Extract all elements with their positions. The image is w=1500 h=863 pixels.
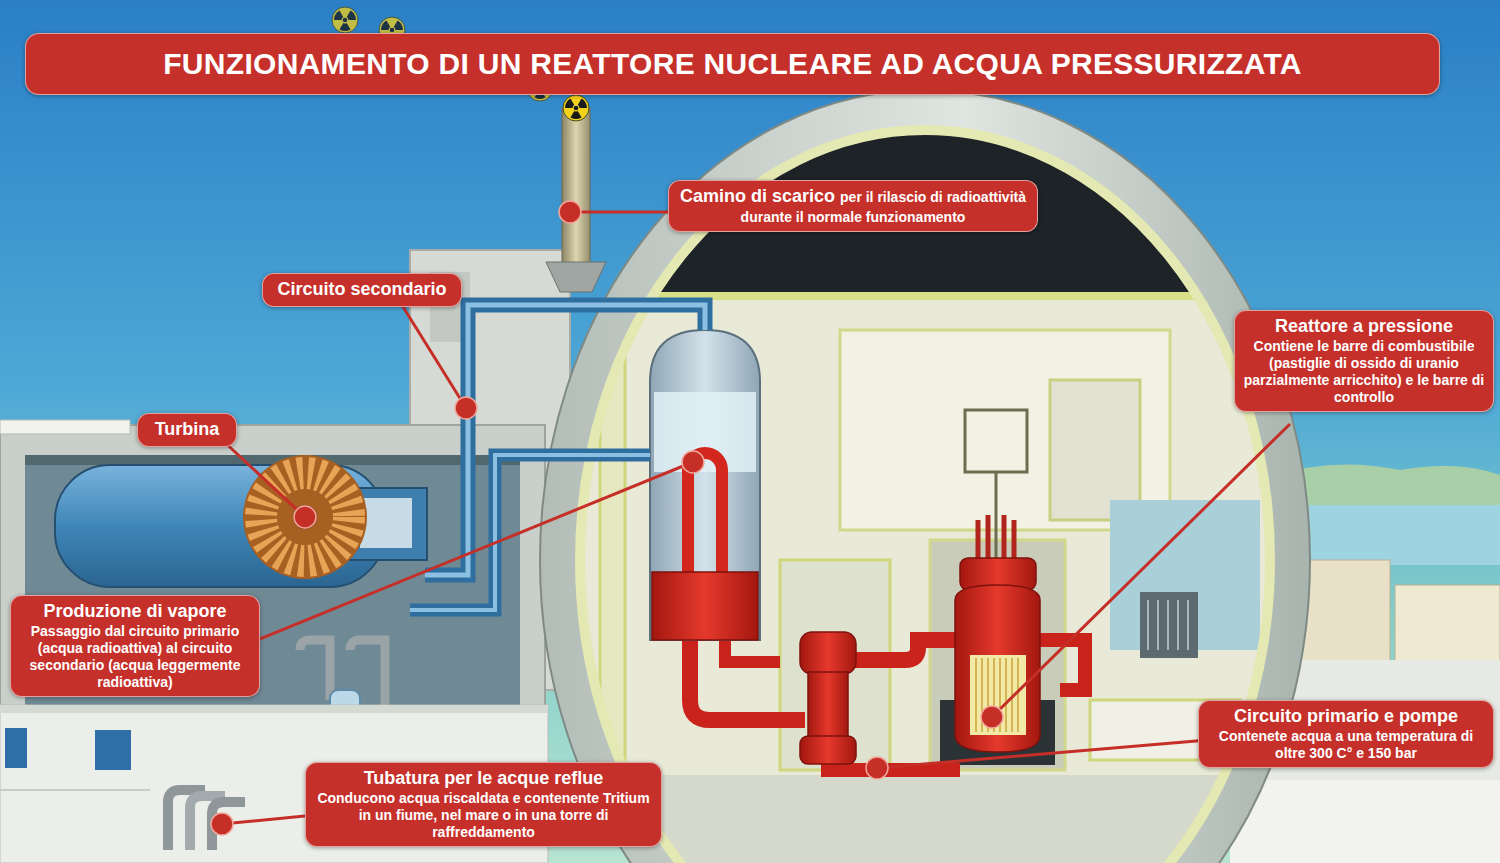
foreground-wall [95, 730, 131, 770]
callout-box: Circuito secondario [262, 273, 462, 307]
callout-text: Conducono acqua riscaldata e contenente … [313, 790, 654, 841]
primary-circuit [725, 640, 780, 662]
leader-line [570, 211, 680, 214]
reactor-vessel [965, 410, 1027, 472]
containment-interior [1148, 600, 1188, 650]
exhaust-stack [562, 108, 590, 268]
callout-box: Camino di scaricoper il rilascio di radi… [668, 180, 1038, 232]
primary-circuit [690, 640, 805, 720]
callout-heading: Camino di scarico [680, 186, 835, 206]
secondary-circuit [425, 305, 705, 575]
primary-circuit [808, 672, 848, 738]
containment-interior [1050, 380, 1140, 520]
containment-interior [540, 90, 1320, 295]
primary-circuit [800, 736, 856, 764]
callout-box: Circuito primario e pompeContenete acqua… [1198, 700, 1494, 768]
waste-water-pipes [212, 802, 245, 850]
leader-line [245, 462, 693, 645]
callout-box: Produzione di vaporePassaggio dal circui… [10, 595, 260, 697]
leader-line [400, 302, 466, 408]
containment-interior [1140, 592, 1198, 658]
leader-dot [211, 813, 233, 835]
reactor-vessel [970, 655, 1026, 735]
secondary-circuit [410, 455, 650, 610]
auxiliary-pipes [300, 640, 330, 700]
primary-circuit [855, 640, 960, 660]
steam-generator [650, 330, 760, 640]
reactor-vessel [976, 658, 1018, 732]
steam-generator [654, 392, 756, 472]
exhaust-stack [546, 108, 606, 292]
callout-heading: Reattore a pressione [1242, 315, 1486, 338]
foreground-wall [5, 728, 27, 768]
foreground-wall [0, 789, 150, 791]
callout-box: Turbina [137, 413, 237, 447]
containment-cut-edge [580, 130, 1270, 863]
callout-heading: Circuito secondario [270, 278, 454, 301]
leader-dot [682, 451, 704, 473]
diagram-title: FUNZIONAMENTO DI UN REATTORE NUCLEARE AD… [163, 47, 1302, 81]
turbine [261, 473, 349, 561]
foreground-wall [0, 705, 548, 713]
containment-cut-edge [580, 130, 1270, 863]
turbine [55, 455, 427, 587]
leader-dot [981, 706, 1003, 728]
primary-circuit [800, 632, 856, 674]
leader-line [220, 212, 1290, 824]
leader-line [222, 815, 315, 824]
landscape [1300, 560, 1390, 670]
secondary-circuit [410, 305, 705, 610]
callout-heading: Circuito primario e pompe [1206, 705, 1486, 728]
radiation-symbol [332, 7, 358, 33]
leader-dot [559, 201, 581, 223]
callout-text: Contiene le barre di combustibile (pasti… [1242, 338, 1486, 406]
leader-line [992, 424, 1290, 717]
title-band: FUNZIONAMENTO DI UN REATTORE NUCLEARE AD… [25, 33, 1440, 95]
landscape [1230, 780, 1500, 863]
reactor-vessel [955, 410, 1040, 752]
callout-box: Reattore a pressioneContiene le barre di… [1234, 310, 1494, 412]
callout-heading: Produzione di vapore [18, 600, 252, 623]
containment-interior [930, 540, 1065, 770]
steam-generator [650, 330, 760, 640]
secondary-circuit [410, 455, 650, 610]
secondary-circuit [425, 305, 705, 575]
leader-dot [455, 397, 477, 419]
leader-line [220, 438, 305, 517]
callout-heading: Tubatura per le acque reflue [313, 767, 654, 790]
leader-dot [866, 757, 888, 779]
exhaust-stack [546, 262, 606, 292]
leader-line [877, 740, 1208, 768]
leader-dot [211, 201, 1003, 835]
turbine-hall [25, 455, 520, 465]
leader-dot [294, 506, 316, 528]
callout-text: Contenete acqua a una temperatura di olt… [1206, 728, 1486, 762]
callout-text: Passaggio dal circuito primario (acqua r… [18, 623, 252, 691]
turbine [360, 498, 412, 548]
radiation-symbol [563, 95, 589, 121]
steam-generator [652, 572, 758, 640]
turbine-hall [0, 420, 130, 434]
reactor-vessel [995, 472, 998, 560]
waste-water-pipes [168, 790, 245, 850]
turbine-hall [0, 250, 570, 725]
turbine [243, 455, 367, 579]
callout-box: Tubatura per le acque reflueConducono ac… [305, 762, 662, 847]
landscape [1395, 585, 1500, 670]
callout-heading: Turbina [145, 418, 229, 441]
reactor-vessel [955, 585, 1040, 752]
